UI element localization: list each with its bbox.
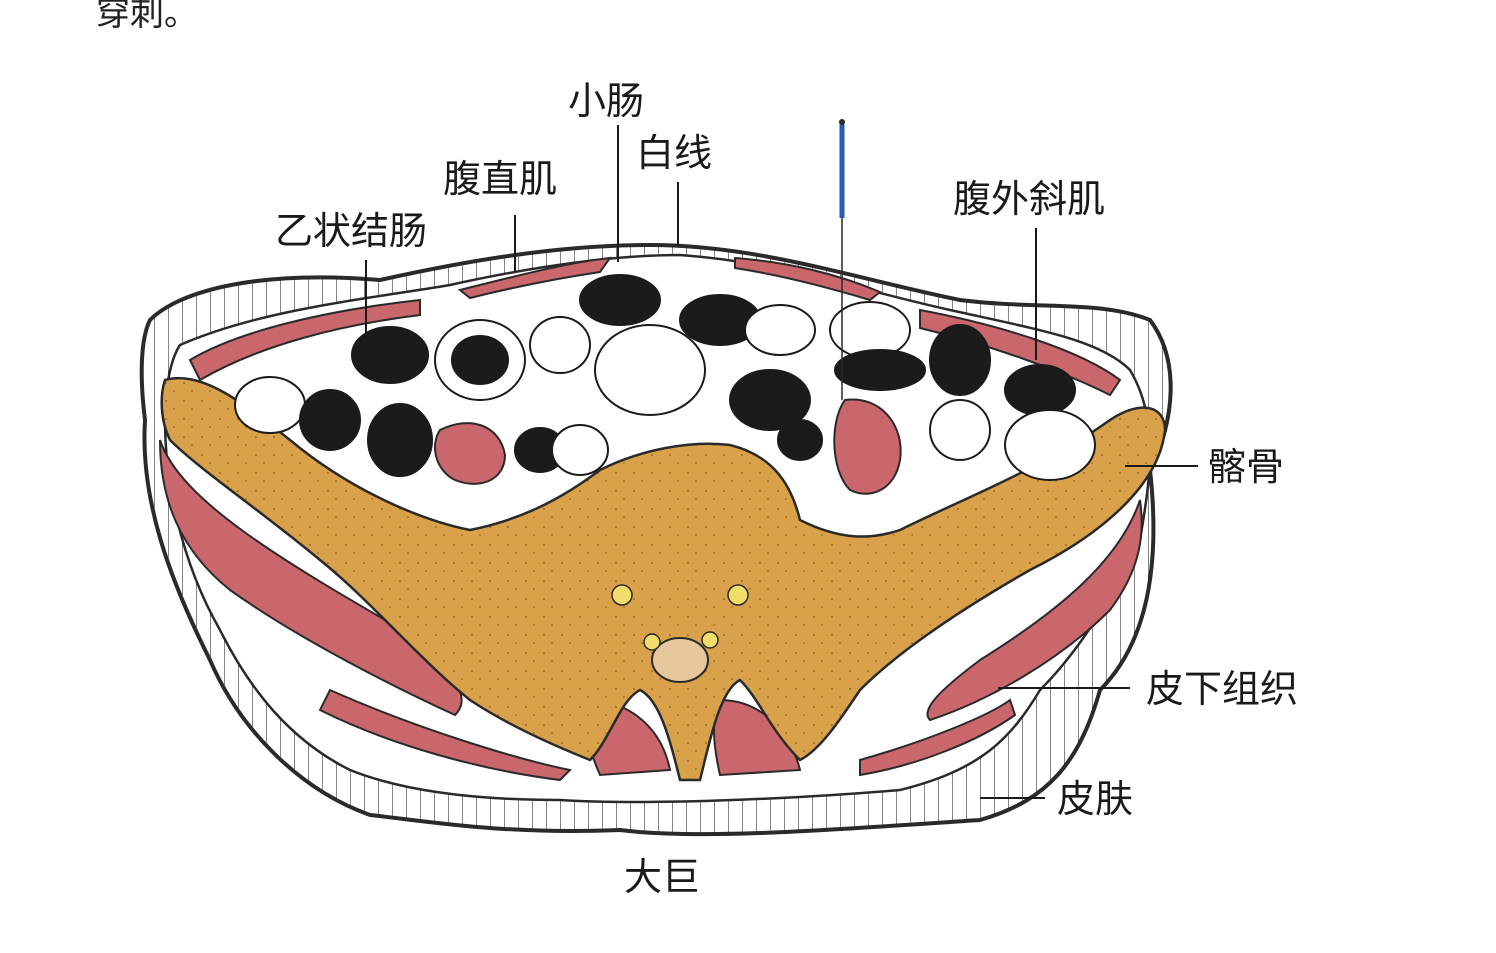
psoas-right <box>833 398 902 495</box>
label-ilium: 髂骨 <box>1208 445 1285 489</box>
label-external-oblique: 腹外斜肌 <box>953 177 1106 221</box>
label-linea-alba: 白线 <box>636 131 713 175</box>
rectus-abdominis-left <box>457 256 613 300</box>
iliacus-right <box>926 499 1143 722</box>
needle-handle <box>839 119 845 125</box>
nerve-root-left <box>611 584 633 606</box>
gluteal-left <box>318 688 573 782</box>
psoas-left <box>434 422 507 485</box>
oblique-left <box>188 298 421 382</box>
leader-lines <box>365 125 1198 799</box>
nerve-root-left2 <box>643 633 661 651</box>
label-small-intestine: 小肠 <box>568 79 645 123</box>
intestines <box>234 274 1096 481</box>
label-rectus-abdominis: 腹直肌 <box>443 157 558 201</box>
spinal-canal <box>651 637 709 683</box>
gluteal-right <box>859 698 1017 777</box>
iliacus-left <box>159 439 463 717</box>
label-sigmoid-colon: 乙状结肠 <box>275 209 428 253</box>
label-skin: 皮肤 <box>1057 777 1134 821</box>
label-acupoint: 大巨 <box>624 855 701 899</box>
ilium-sacrum <box>160 376 1167 782</box>
nerve-root-right <box>727 584 749 606</box>
rectus-abdominis-right <box>734 256 882 302</box>
nerve-root-right2 <box>701 631 719 649</box>
header-fragment: 穿刺。 <box>96 0 198 34</box>
label-subcutaneous-tissue: 皮下组织 <box>1146 667 1299 711</box>
